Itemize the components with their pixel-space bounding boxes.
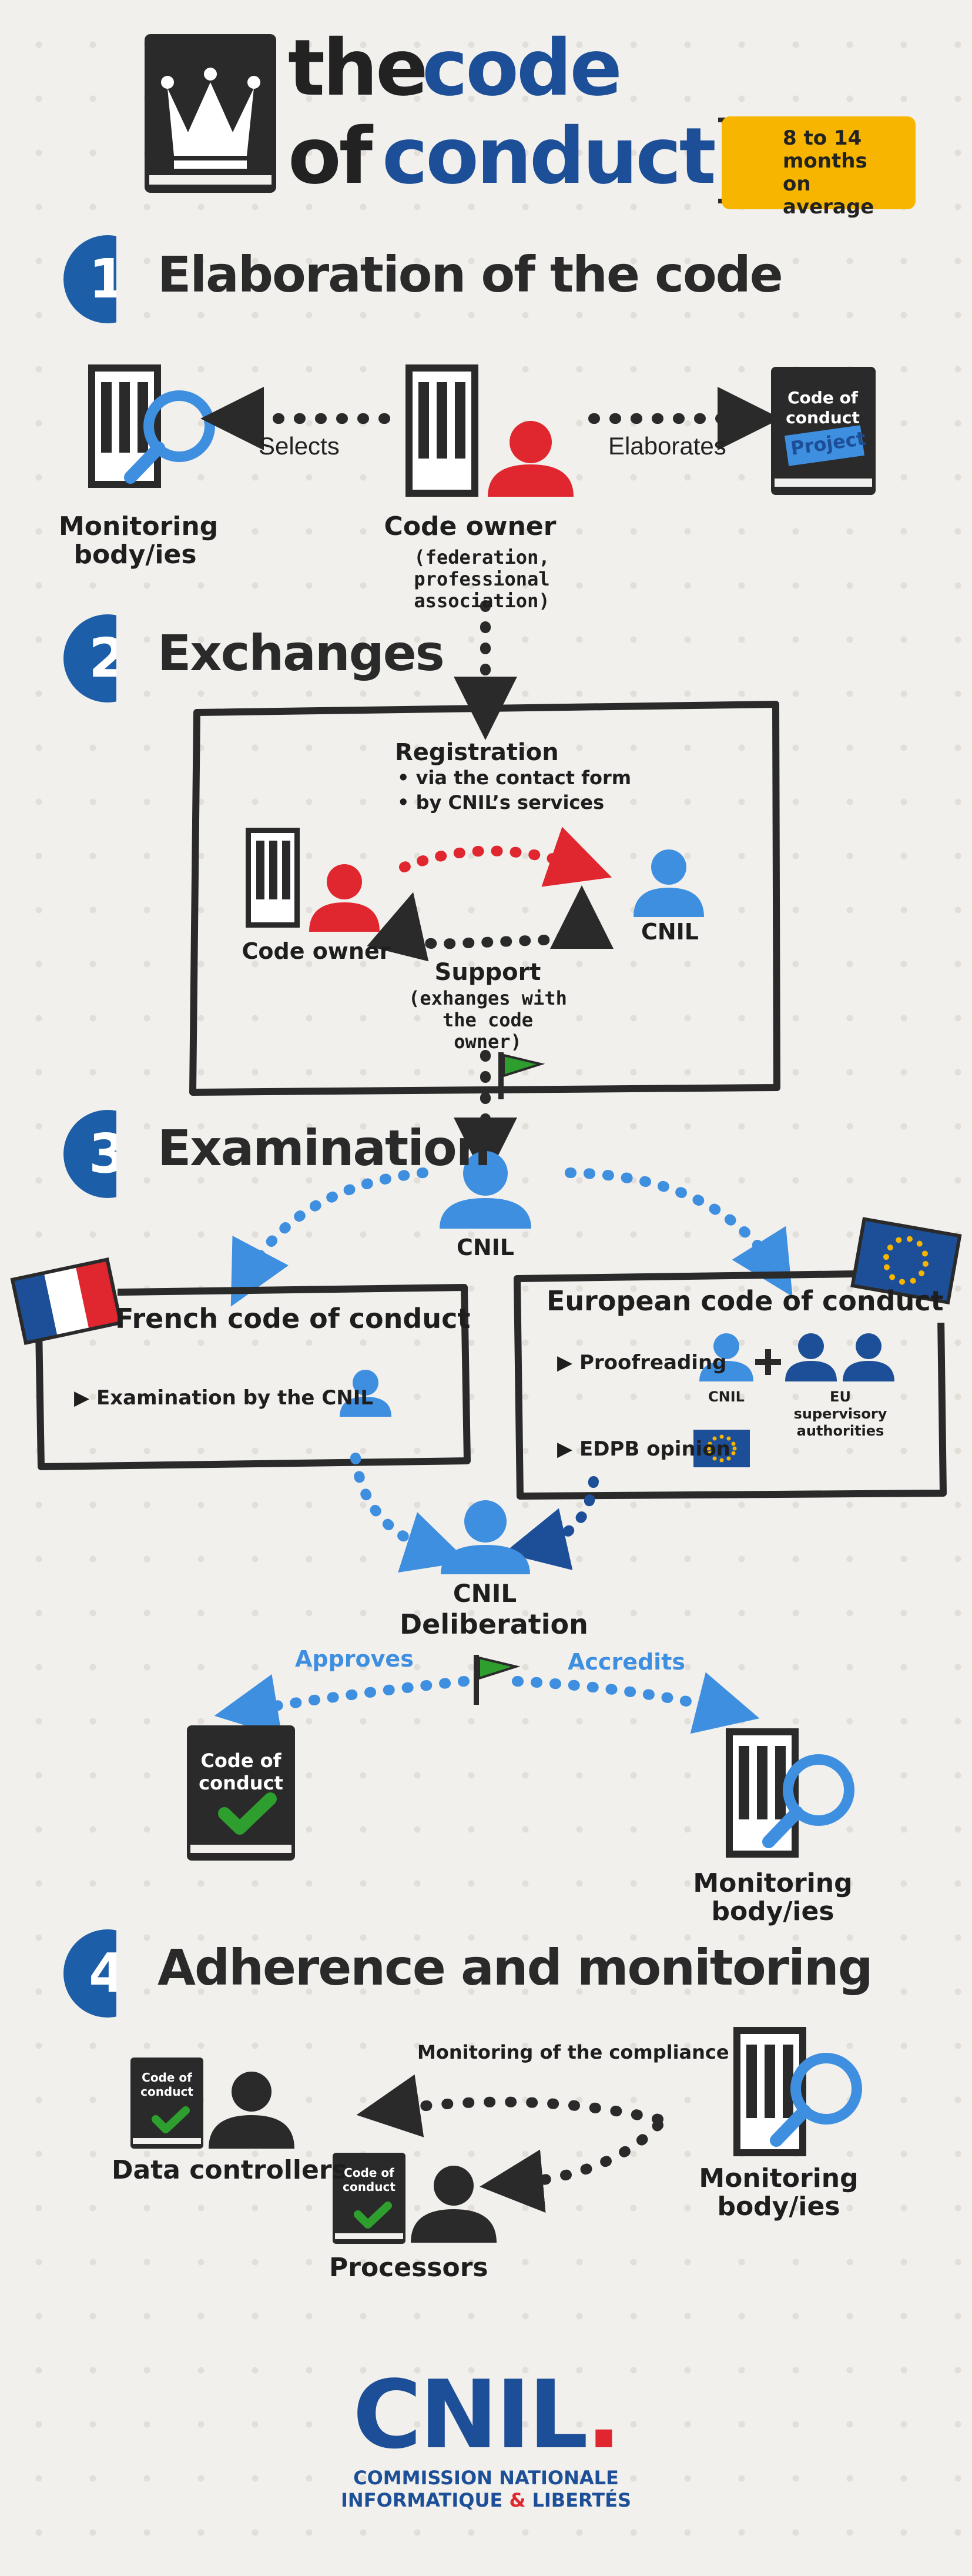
project-book-icon bbox=[771, 367, 876, 495]
step-2-badge: 2 bbox=[63, 614, 116, 702]
european-code-title: European code of conduct bbox=[547, 1285, 944, 1317]
deliberation-label: Deliberation bbox=[400, 1608, 588, 1640]
step-1-badge: 1 bbox=[63, 235, 116, 323]
monitoring-body-label: Monitoring body/ies bbox=[59, 511, 219, 570]
step-3-badge: 3 bbox=[63, 1110, 116, 1198]
duration-line2: on average bbox=[783, 172, 874, 219]
book-label: Code of conduct bbox=[140, 2070, 193, 2099]
french-flag-icon bbox=[10, 1257, 123, 1345]
monitoring-body-label: Monitoring body/ies bbox=[693, 1868, 853, 1927]
selects-label: Selects bbox=[259, 432, 340, 460]
eu-flag-icon bbox=[693, 1430, 750, 1467]
title-the: the bbox=[288, 23, 428, 113]
code-book-check-icon bbox=[130, 2058, 203, 2149]
step-1-heading: Elaboration of the code bbox=[157, 246, 783, 303]
person-dark-icon bbox=[209, 2072, 294, 2149]
step-4-heading: Adherence and monitoring bbox=[157, 1939, 873, 1996]
tagline-line1: COMMISSION NATIONALE bbox=[353, 2467, 619, 2489]
person-blue-icon bbox=[634, 849, 704, 917]
green-flag-icon bbox=[498, 1052, 545, 1099]
eu-authorities-label: EU supervisory authorities bbox=[793, 1389, 887, 1439]
people-navy-icon bbox=[785, 1333, 894, 1381]
green-flag-icon bbox=[474, 1655, 521, 1705]
person-dark-icon bbox=[411, 2166, 497, 2243]
support-label: Support bbox=[434, 959, 541, 986]
edpb-item: ▶ EDPB opinion bbox=[557, 1437, 730, 1461]
examination-item: ▶ Examination by the CNIL bbox=[74, 1386, 374, 1410]
step-2-number: 2 bbox=[63, 614, 116, 702]
code-book-check-icon bbox=[333, 2153, 405, 2244]
cnil-label: CNIL bbox=[641, 919, 699, 945]
step-1-number: 1 bbox=[63, 235, 116, 323]
step-4-number: 4 bbox=[63, 1929, 116, 2018]
duration-badge: 8 to 14 months on average bbox=[722, 116, 916, 219]
book-label: Code of conduct bbox=[343, 2166, 395, 2194]
support-sub: (exhanges with the code owner) bbox=[408, 987, 567, 1053]
step-2-heading: Exchanges bbox=[157, 624, 445, 682]
code-owner-label: Code owner bbox=[384, 511, 557, 541]
cnil-logo-text: CNIL bbox=[353, 2360, 588, 2470]
person-red-icon bbox=[488, 421, 574, 497]
magnifier-icon bbox=[770, 2053, 862, 2147]
tagline-amp: & bbox=[509, 2489, 526, 2512]
processors-label: Processors bbox=[329, 2253, 488, 2283]
magnifier-icon bbox=[762, 1754, 854, 1848]
code-owner-label: Code owner bbox=[242, 938, 391, 964]
title-code: code bbox=[422, 23, 622, 113]
registration-item-2: • by CNIL’s services bbox=[397, 791, 605, 814]
proofreading-item: ▶ Proofreading bbox=[557, 1351, 727, 1374]
building-icon bbox=[246, 828, 300, 928]
code-book-check-icon bbox=[187, 1725, 295, 1861]
elaborates-label: Elaborates bbox=[608, 432, 726, 460]
step-3-heading: Examination bbox=[157, 1119, 491, 1177]
tagline-line2: INFORMATIQUE & LIBERTÉS bbox=[329, 2489, 643, 2511]
book-label: Code of conduct bbox=[199, 1749, 283, 1795]
eu-flag-icon bbox=[850, 1217, 962, 1305]
tagline-informatique: INFORMATIQUE bbox=[341, 2489, 503, 2512]
plus-icon bbox=[755, 1349, 781, 1375]
step-3-number: 3 bbox=[63, 1110, 116, 1198]
building-icon bbox=[405, 364, 478, 497]
registration-label: Registration bbox=[395, 739, 559, 766]
title-of: of bbox=[288, 111, 373, 202]
project-book-title: Code of conduct bbox=[786, 388, 860, 427]
french-code-title: French code of conduct bbox=[115, 1303, 471, 1334]
tagline-libertes: LIBERTÉS bbox=[532, 2489, 631, 2512]
cnil-logo-dot: . bbox=[586, 2360, 622, 2470]
registration-item-1: • via the contact form bbox=[397, 767, 632, 789]
cnil-tagline: COMMISSION NATIONALE INFORMATIQUE & LIBE… bbox=[329, 2467, 643, 2512]
accredits-label: Accredits bbox=[568, 1649, 685, 1675]
deliberation-cnil: CNIL bbox=[453, 1579, 517, 1608]
monitoring-compliance-label: Monitoring of the compliance bbox=[417, 2041, 729, 2063]
cnil-logo[interactable]: CNIL. bbox=[353, 2368, 622, 2462]
crown-book-icon bbox=[145, 34, 276, 193]
cnil-label: CNIL bbox=[456, 1235, 515, 1260]
approves-label: Approves bbox=[295, 1646, 414, 1672]
duration-line1: 8 to 14 months bbox=[783, 126, 867, 173]
cnil-small-label: CNIL bbox=[708, 1389, 745, 1405]
code-owner-sub: (federation, professional association) bbox=[414, 546, 550, 612]
monitoring-body-label: Monitoring body/ies bbox=[699, 2163, 859, 2222]
step-4-badge: 4 bbox=[63, 1929, 116, 2018]
person-red-icon bbox=[309, 864, 380, 932]
person-blue-icon bbox=[441, 1500, 530, 1574]
title-conduct: conduct bbox=[382, 111, 716, 202]
data-controllers-label: Data controllers bbox=[112, 2155, 347, 2185]
person-blue-icon bbox=[440, 1151, 531, 1229]
person-blue-icon bbox=[699, 1333, 753, 1381]
person-blue-icon bbox=[340, 1370, 391, 1417]
